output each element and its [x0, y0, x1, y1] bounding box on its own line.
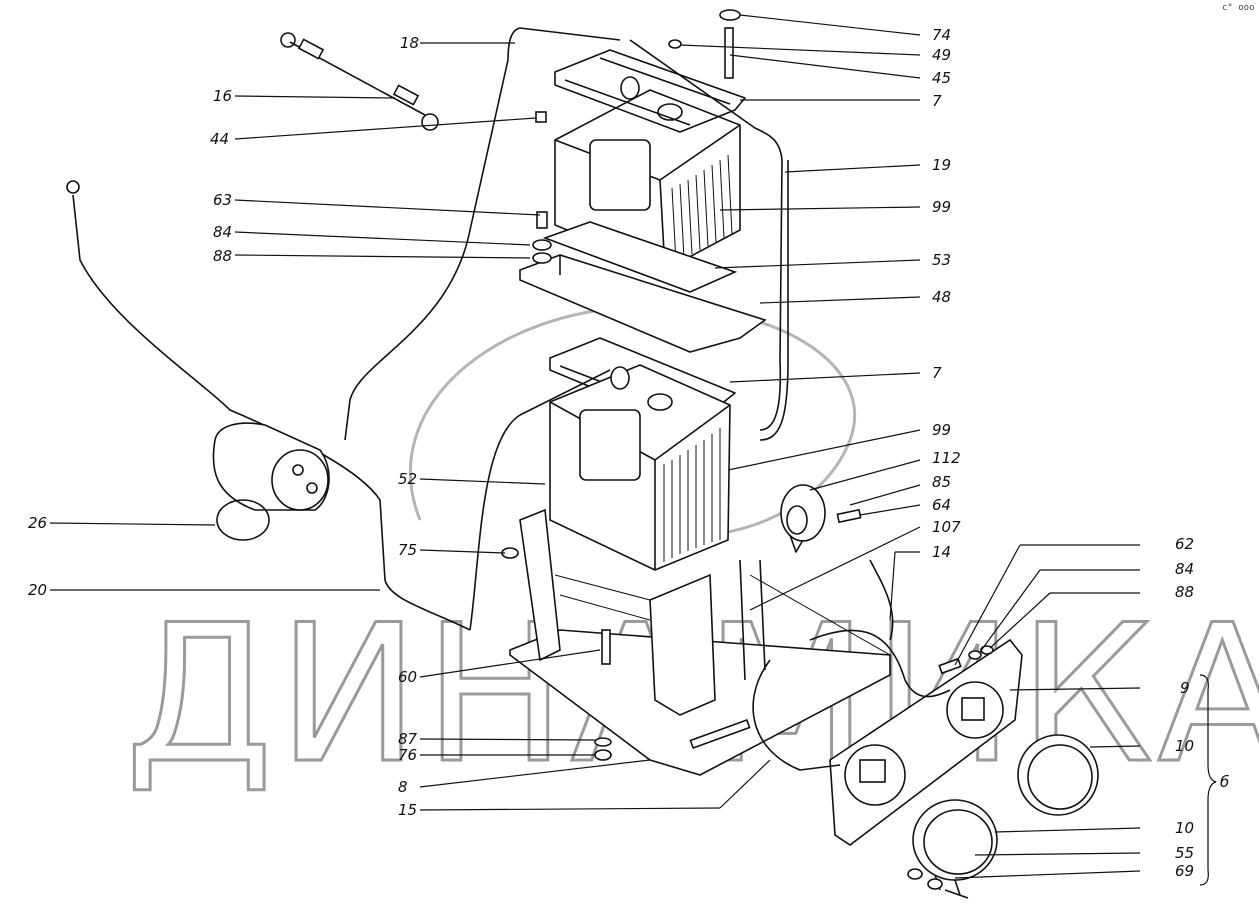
callout-15: 15 [398, 801, 417, 819]
callout-112: 112 [932, 449, 961, 467]
horn [780, 484, 862, 553]
callout-88-right: 88 [1175, 583, 1194, 601]
callout-26: 26 [28, 514, 47, 532]
callout-88-left: 88 [213, 247, 232, 265]
callout-107: 107 [932, 518, 961, 536]
callout-53: 53 [932, 251, 951, 269]
callout-69: 69 [1175, 862, 1194, 880]
leader-lines-right [679, 14, 1217, 886]
callout-20: 20 [28, 581, 47, 599]
headlamp-lower [912, 799, 998, 896]
callout-19: 19 [932, 156, 951, 174]
callout-84-left: 84 [213, 223, 232, 241]
group-label: б [1220, 773, 1229, 791]
battery-stand-frame [509, 508, 891, 776]
callout-18: 18 [400, 34, 419, 52]
callout-7-lower: 7 [932, 364, 942, 382]
callout-74: 74 [932, 26, 951, 44]
callout-99-upper: 99 [932, 198, 951, 216]
callout-75: 75 [398, 541, 417, 559]
lower-battery [549, 364, 731, 571]
callout-16: 16 [213, 87, 232, 105]
callout-62: 62 [1175, 535, 1194, 553]
callout-45: 45 [932, 69, 951, 87]
cable-14-15 [752, 559, 951, 771]
cable-16 [280, 32, 439, 131]
callout-55: 55 [1175, 844, 1194, 862]
leader-lines-left [49, 42, 771, 811]
capacitor [212, 422, 330, 541]
callout-85: 85 [932, 473, 951, 491]
callout-76: 76 [398, 746, 417, 764]
callout-48: 48 [932, 288, 951, 306]
callout-14: 14 [932, 543, 951, 561]
callout-99-lower: 99 [932, 421, 951, 439]
headlight-panel [829, 638, 1023, 846]
callout-84-right: 84 [1175, 560, 1194, 578]
callout-44: 44 [210, 130, 229, 148]
callout-64: 64 [932, 496, 951, 514]
cable-18 [344, 27, 789, 441]
callout-9: 9 [1180, 679, 1190, 697]
callout-8: 8 [398, 778, 408, 796]
callout-52: 52 [398, 470, 417, 488]
callout-63: 63 [213, 191, 232, 209]
callout-10-upper: 10 [1175, 737, 1194, 755]
callout-10-lower: 10 [1175, 819, 1194, 837]
upper-clamp-frame [554, 49, 746, 133]
fasteners [501, 9, 994, 899]
callout-49: 49 [932, 46, 951, 64]
battery-pad [542, 221, 738, 293]
headlamp-upper [1017, 734, 1099, 816]
corner-mark: c° ooo [1222, 3, 1255, 13]
watermark-swirl [408, 305, 857, 538]
upper-battery [554, 76, 741, 271]
callout-87: 87 [398, 730, 418, 748]
callout-7-upper: 7 [932, 92, 942, 110]
callout-60: 60 [398, 668, 417, 686]
